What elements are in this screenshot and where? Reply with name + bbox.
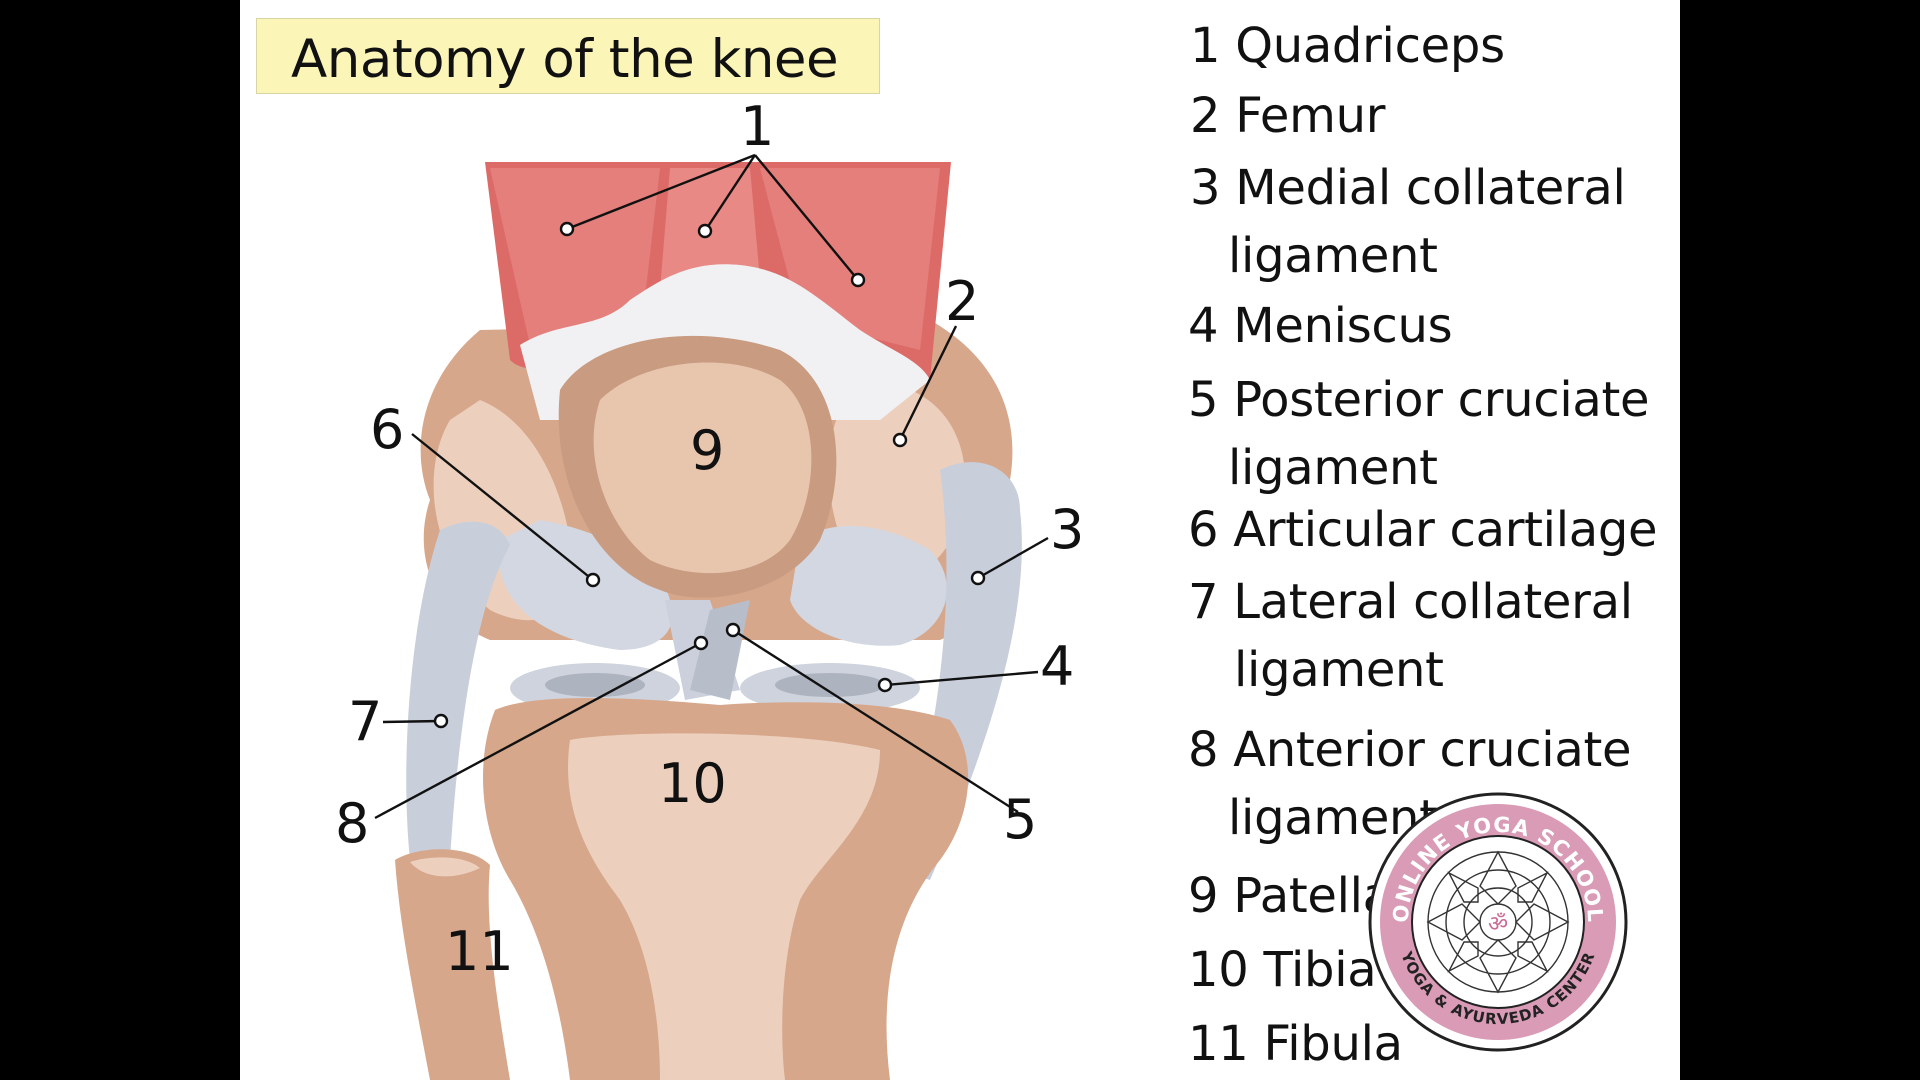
legend-text: ligament	[1228, 440, 1438, 496]
fibula-shape	[395, 849, 510, 1080]
legend-item-1: 1 Quadriceps	[1190, 18, 1505, 74]
legend-num: 4	[1188, 298, 1219, 354]
legend-num: 9	[1188, 868, 1219, 924]
legend-text: Fibula	[1263, 1016, 1403, 1072]
legend-text: Posterior cruciate	[1233, 372, 1650, 428]
legend-text: Quadriceps	[1235, 18, 1505, 74]
legend-item-11: 11 Fibula	[1188, 1016, 1403, 1072]
label-2: 2	[945, 270, 979, 333]
label-10: 10	[658, 752, 727, 815]
legend-item-5-cont: ligament	[1228, 440, 1438, 496]
slide: 1 2 3 4 5 6 7 8 9 10 11 Anatomy of the k…	[240, 0, 1680, 1080]
legend: 1 Quadriceps 2 Femur 3 Medial collateral…	[240, 0, 1680, 1080]
label-11: 11	[445, 920, 514, 983]
articular-cartilage-right	[790, 526, 947, 646]
online-yoga-school-logo: ॐ ONLINE YOGA SCHOOL YOGA & AYURVEDA CEN…	[1368, 792, 1628, 1052]
legend-item-3: 3 Medial collateral	[1190, 160, 1626, 216]
legend-item-9: 9 Patella	[1188, 868, 1392, 924]
legend-num: 11	[1188, 1016, 1249, 1072]
mandala-icon	[1426, 850, 1570, 994]
legend-text: Tibia	[1263, 942, 1377, 998]
legend-text: ligament	[1228, 228, 1438, 284]
patella-highlight	[593, 362, 812, 574]
legend-text: Femur	[1235, 88, 1386, 144]
legend-item-7-cont: ligament	[1234, 642, 1444, 698]
tibia-highlight	[568, 733, 880, 1080]
legend-num: 10	[1188, 942, 1249, 998]
legend-num: 1	[1190, 18, 1221, 74]
legend-item-10: 10 Tibia	[1188, 942, 1377, 998]
legend-num: 2	[1190, 88, 1221, 144]
legend-text: Articular cartilage	[1233, 502, 1658, 558]
legend-item-8: 8 Anterior cruciate	[1188, 722, 1632, 778]
label-7: 7	[348, 690, 382, 753]
legend-text: Meniscus	[1233, 298, 1453, 354]
legend-text: Medial collateral	[1235, 160, 1626, 216]
om-icon: ॐ	[1488, 912, 1508, 937]
legend-item-6: 6 Articular cartilage	[1188, 502, 1658, 558]
legend-item-5: 5 Posterior cruciate	[1188, 372, 1650, 428]
label-5: 5	[1003, 788, 1037, 851]
label-3: 3	[1050, 498, 1084, 561]
label-1: 1	[740, 95, 774, 158]
label-9: 9	[690, 419, 724, 482]
legend-item-4: 4 Meniscus	[1188, 298, 1453, 354]
legend-num: 7	[1188, 574, 1219, 630]
meniscus-left-inner	[545, 673, 645, 697]
leader-lines	[374, 153, 1049, 820]
legend-item-2: 2 Femur	[1190, 88, 1385, 144]
label-8: 8	[335, 792, 369, 855]
quadriceps-left-band	[490, 168, 660, 345]
label-6: 6	[370, 398, 404, 461]
legend-num: 6	[1188, 502, 1219, 558]
legend-num: 5	[1188, 372, 1219, 428]
legend-text: Lateral collateral	[1233, 574, 1633, 630]
page-title: Anatomy of the knee	[291, 29, 839, 90]
fibula-highlight	[410, 857, 480, 877]
legend-text: ligament	[1234, 642, 1444, 698]
logo-inner-white	[1411, 835, 1585, 1009]
label-4: 4	[1040, 635, 1074, 698]
legend-text: Anterior cruciate	[1233, 722, 1632, 778]
legend-num: 8	[1188, 722, 1219, 778]
legend-text: Patella	[1233, 868, 1392, 924]
legend-num: 3	[1190, 160, 1221, 216]
title-box: Anatomy of the knee	[256, 18, 880, 94]
lateral-collateral-ligament	[406, 521, 510, 860]
meniscus-right-inner	[775, 673, 885, 697]
legend-item-7: 7 Lateral collateral	[1188, 574, 1633, 630]
legend-item-3-cont: ligament	[1228, 228, 1438, 284]
knee-diagram: 1 2 3 4 5 6 7 8 9 10 11	[335, 95, 1084, 1080]
